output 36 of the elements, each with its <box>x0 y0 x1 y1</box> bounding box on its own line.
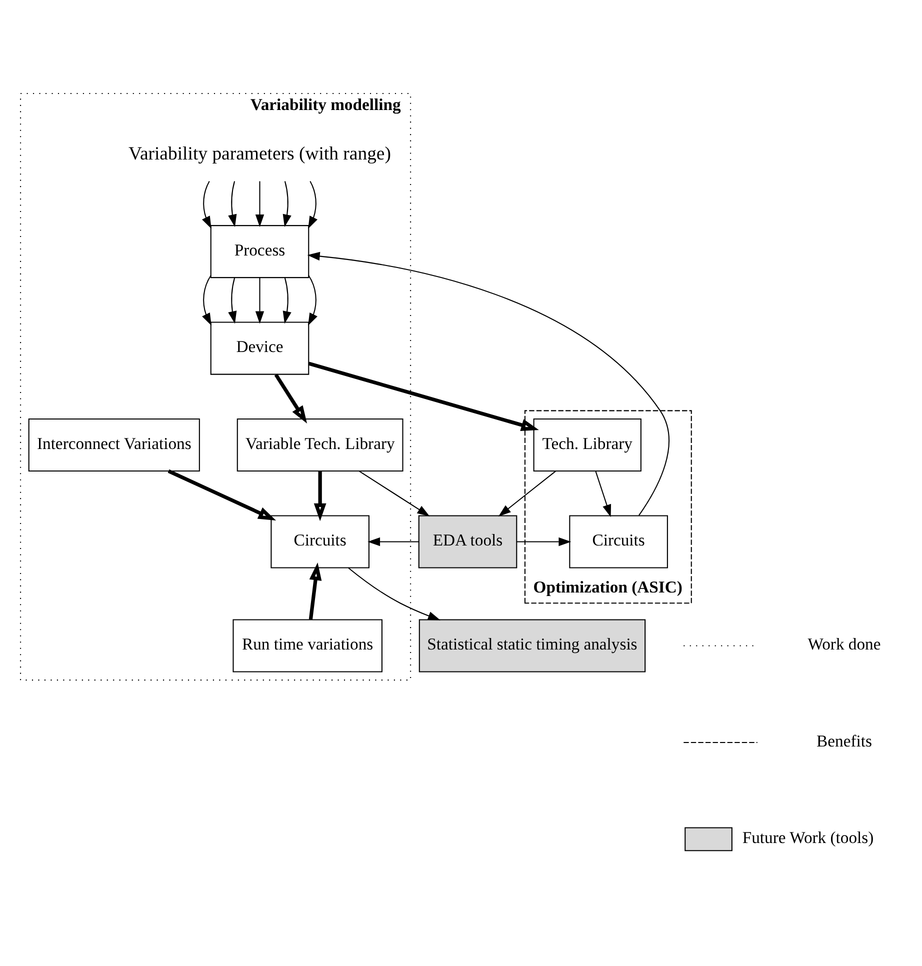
arrow <box>348 567 440 620</box>
node-box: Variable Tech. Library <box>236 418 404 472</box>
arrow <box>202 180 212 228</box>
node-box: Statistical static timing analysis <box>418 618 646 672</box>
arrow <box>314 470 326 521</box>
node-box: Run time variations <box>232 618 382 672</box>
arrow <box>307 251 670 516</box>
arrow <box>255 277 264 324</box>
legend-label: Benefits <box>816 730 872 750</box>
arrow <box>358 470 430 516</box>
node-box: EDA tools <box>418 514 518 568</box>
arrow <box>274 373 308 424</box>
arrow <box>308 562 322 620</box>
legend-label: Future Work (tools) <box>742 828 874 847</box>
node-box: Circuits <box>569 514 668 568</box>
arrow <box>282 180 292 226</box>
node-box: Process <box>210 224 310 278</box>
arrow <box>282 277 292 324</box>
arrow <box>228 277 237 324</box>
arrow <box>595 470 612 517</box>
arrow <box>202 274 212 326</box>
node-text: Variability parameters (with range) <box>128 142 391 164</box>
node-box: Interconnect Variations <box>28 418 200 472</box>
arrow <box>516 536 572 546</box>
arrow <box>368 536 419 546</box>
node-box: Tech. Library <box>533 418 642 472</box>
arrow <box>308 180 318 228</box>
arrow <box>308 274 318 326</box>
legend-label: Work done <box>808 634 881 654</box>
node-box: Circuits <box>270 514 370 568</box>
arrow <box>308 361 539 431</box>
node-box: Device <box>210 321 310 374</box>
arrow <box>255 180 264 226</box>
arrow <box>228 180 237 226</box>
arrow <box>498 470 556 516</box>
arrow <box>168 468 276 520</box>
